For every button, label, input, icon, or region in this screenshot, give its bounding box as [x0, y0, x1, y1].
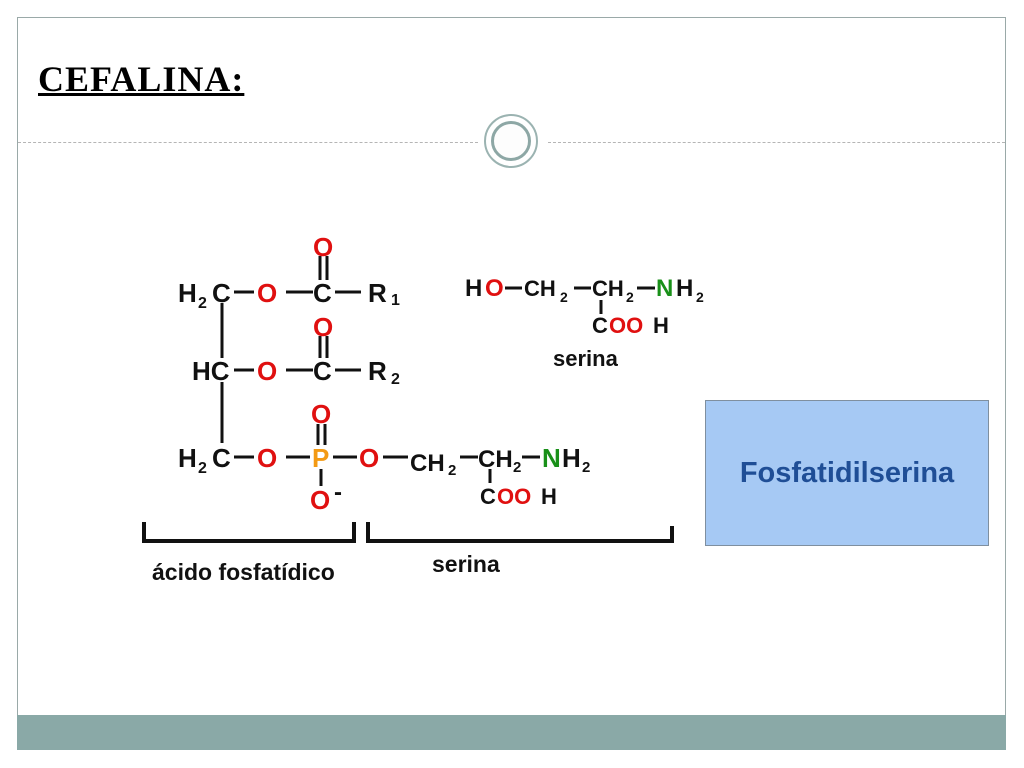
subscript-2-serine-ch2: 2 — [560, 289, 568, 305]
atom-c-carbonyl2: C — [313, 356, 332, 386]
atom-ch-ch2: CH — [410, 450, 445, 477]
subscript-1: 1 — [391, 292, 400, 309]
atom-o-ester1: O — [257, 278, 277, 308]
subscript-2-r2: 2 — [391, 371, 400, 388]
atom-h-hydroxyl: H — [465, 275, 482, 302]
atom-nh: H — [562, 443, 581, 473]
atom-o-minus: O — [310, 485, 330, 515]
subscript-2-ch-alpha: 2 — [513, 459, 521, 476]
atom-c-row3: C — [212, 443, 231, 473]
atom-ch-serine-alpha: CH — [592, 276, 624, 301]
charge-minus: - — [334, 479, 342, 506]
atom-ch-alpha: CH — [478, 446, 513, 473]
label-acido-fosfatidico: ácido fosfatídico — [152, 559, 335, 585]
atom-h-row1: H — [178, 278, 197, 308]
brackets — [142, 522, 674, 543]
label-serina-bracket: serina — [432, 551, 500, 577]
atom-hc-row2: HC — [192, 356, 230, 386]
atom-o-phosphoryl: O — [311, 399, 331, 429]
atom-nh-serine: H — [676, 275, 693, 302]
subscript-2-row3: 2 — [198, 460, 207, 477]
divider-line-left — [18, 142, 478, 143]
atom-h-row3: H — [178, 443, 197, 473]
atom-serine-cooh-c: C — [592, 313, 608, 338]
atom-o-serine-link: O — [359, 443, 379, 473]
atom-cooh-c: C — [480, 484, 496, 509]
footer-bar — [17, 715, 1006, 750]
atom-o-carbonyl2: O — [313, 312, 333, 342]
fosfatidilserina-label-box: Fosfatidilserina — [705, 400, 989, 546]
atom-r1: R — [368, 278, 387, 308]
atom-c-row1: C — [212, 278, 231, 308]
atom-n: N — [542, 443, 561, 473]
atom-n-serine: N — [656, 275, 673, 302]
atom-o-phosphoester: O — [257, 443, 277, 473]
atom-c-carbonyl1: C — [313, 278, 332, 308]
atom-o-ester2: O — [257, 356, 277, 386]
slide-title: CEFALINA: — [38, 59, 245, 99]
atom-serine-cooh-h: H — [653, 313, 669, 338]
divider-line-right — [548, 142, 1005, 143]
atom-ch-serine-ch2: CH — [524, 276, 556, 301]
subscript-2-row1: 2 — [198, 295, 207, 312]
atom-p: P — [312, 443, 329, 473]
label-serina: serina — [553, 346, 619, 371]
ring-ornament-icon — [484, 114, 538, 168]
ring-inner — [491, 121, 531, 161]
atom-cooh-oo: OO — [497, 484, 531, 509]
subscript-2-serine-nh2: 2 — [696, 289, 704, 305]
bonds — [220, 256, 655, 486]
atom-o-carbonyl1: O — [313, 232, 333, 262]
subscript-2-ch2: 2 — [448, 462, 456, 479]
atom-o-hydroxyl: O — [485, 275, 504, 302]
bracket-phosphatidic-acid — [142, 522, 356, 543]
subscript-2-nh2: 2 — [582, 459, 590, 476]
fosfatidilserina-label: Fosfatidilserina — [739, 456, 955, 489]
atom-serine-cooh-oo: OO — [609, 313, 643, 338]
subscript-2-serine-alpha: 2 — [626, 289, 634, 305]
atom-cooh-h: H — [541, 484, 557, 509]
bracket-serine — [366, 522, 674, 543]
atom-r2: R — [368, 356, 387, 386]
